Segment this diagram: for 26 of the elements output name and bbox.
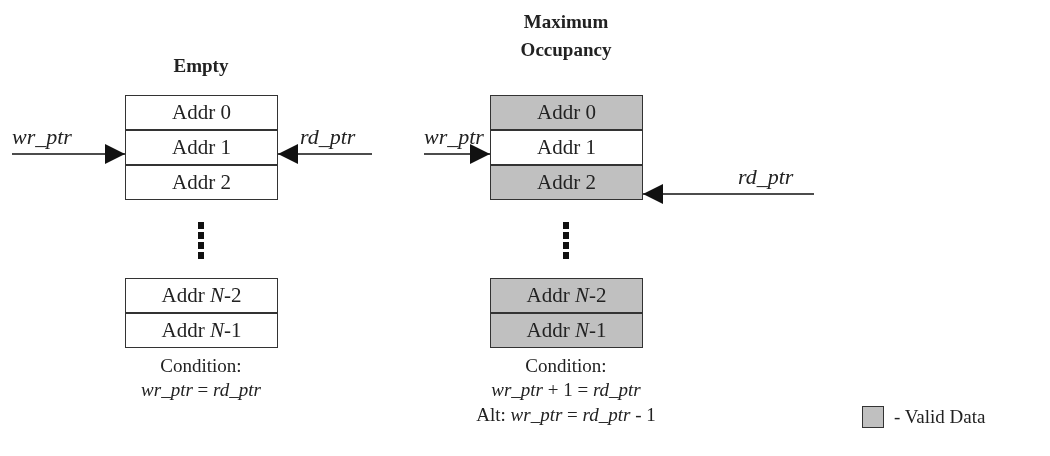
condition-text: Alt: wr_ptr = rd_ptr - 1 [476, 404, 656, 425]
column-heading: Empty [173, 55, 229, 76]
pointer-label: wr_ptr [424, 124, 486, 152]
arrow [277, 144, 373, 164]
condition-text: wr_ptr = rd_ptr [141, 379, 261, 400]
memory-cell: Addr N-1 [490, 313, 643, 348]
arrow [11, 144, 126, 164]
condition-text: wr_ptr + 1 = rd_ptr [491, 379, 641, 400]
memory-cell: Addr 0 [125, 95, 278, 130]
legend-text: - Valid Data [894, 406, 986, 428]
memory-cell: Addr N-1 [125, 313, 278, 348]
condition-text: Condition: [160, 355, 242, 376]
memory-cell: Addr 2 [490, 165, 643, 200]
memory-cell: Addr 0 [490, 95, 643, 130]
memory-cell: Addr 2 [125, 165, 278, 200]
pointer-label: wr_ptr [12, 124, 92, 152]
pointer-label: rd_ptr [738, 164, 814, 192]
memory-cell: Addr 1 [125, 130, 278, 165]
arrow [423, 144, 491, 164]
memory-cell: Addr 1 [490, 130, 643, 165]
column-heading: Maximum Occupancy [520, 11, 612, 60]
pointer-label: rd_ptr [300, 124, 372, 152]
condition-text: Condition: [525, 355, 607, 376]
memory-cell: Addr N-2 [490, 278, 643, 313]
memory-cell: Addr N-2 [125, 278, 278, 313]
arrow [642, 184, 815, 204]
